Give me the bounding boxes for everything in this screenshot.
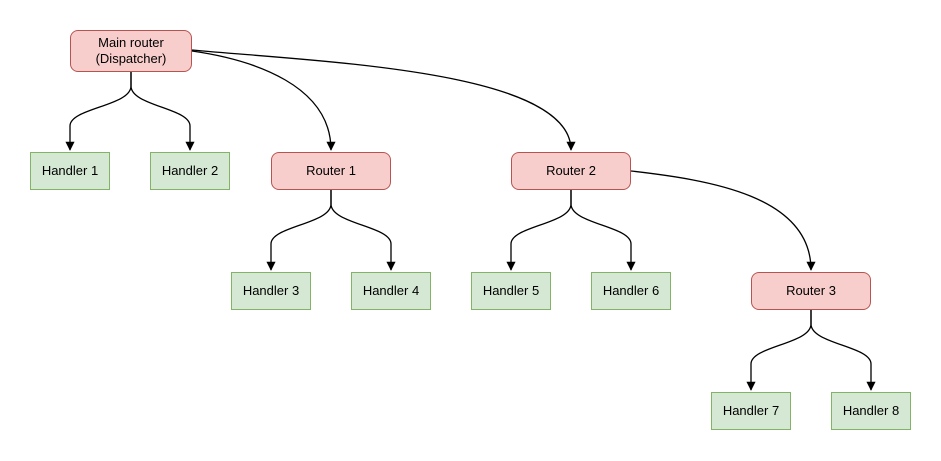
node-handler-7: Handler 7 bbox=[711, 392, 791, 430]
edge-main-router-to-handler-1 bbox=[65, 72, 132, 151]
edge-main-router-to-router-1 bbox=[191, 50, 336, 151]
edge-router-3-to-handler-7 bbox=[746, 310, 812, 391]
node-router-1-label: Router 1 bbox=[306, 162, 356, 178]
node-handler-1: Handler 1 bbox=[30, 152, 110, 190]
node-router-3-label: Router 3 bbox=[786, 282, 836, 298]
edge-router-2-to-router-3 bbox=[630, 170, 816, 271]
node-handler-6-label: Handler 6 bbox=[602, 282, 660, 298]
node-main-router-label: Main router (Dispatcher) bbox=[95, 34, 167, 66]
node-handler-5: Handler 5 bbox=[471, 272, 551, 310]
node-router-2-label: Router 2 bbox=[546, 162, 596, 178]
node-handler-6: Handler 6 bbox=[591, 272, 671, 310]
node-handler-1-label: Handler 1 bbox=[41, 162, 99, 178]
edge-main-router-to-handler-2 bbox=[130, 72, 195, 151]
node-main-router: Main router (Dispatcher) bbox=[70, 30, 192, 72]
node-handler-3: Handler 3 bbox=[231, 272, 311, 310]
edge-router-1-to-handler-4 bbox=[330, 190, 396, 271]
edge-router-3-to-handler-8 bbox=[810, 310, 876, 391]
node-handler-8: Handler 8 bbox=[831, 392, 911, 430]
node-handler-4-label: Handler 4 bbox=[362, 282, 420, 298]
node-router-3: Router 3 bbox=[751, 272, 871, 310]
edge-main-router-to-router-2 bbox=[191, 49, 576, 151]
node-router-1: Router 1 bbox=[271, 152, 391, 190]
node-handler-7-label: Handler 7 bbox=[722, 402, 780, 418]
node-router-2: Router 2 bbox=[511, 152, 631, 190]
node-handler-3-label: Handler 3 bbox=[242, 282, 300, 298]
node-handler-4: Handler 4 bbox=[351, 272, 431, 310]
edge-router-1-to-handler-3 bbox=[266, 190, 332, 271]
node-handler-2-label: Handler 2 bbox=[161, 162, 219, 178]
node-handler-8-label: Handler 8 bbox=[842, 402, 900, 418]
node-handler-2: Handler 2 bbox=[150, 152, 230, 190]
edge-router-2-to-handler-5 bbox=[506, 190, 572, 271]
node-handler-5-label: Handler 5 bbox=[482, 282, 540, 298]
edge-router-2-to-handler-6 bbox=[570, 190, 636, 271]
